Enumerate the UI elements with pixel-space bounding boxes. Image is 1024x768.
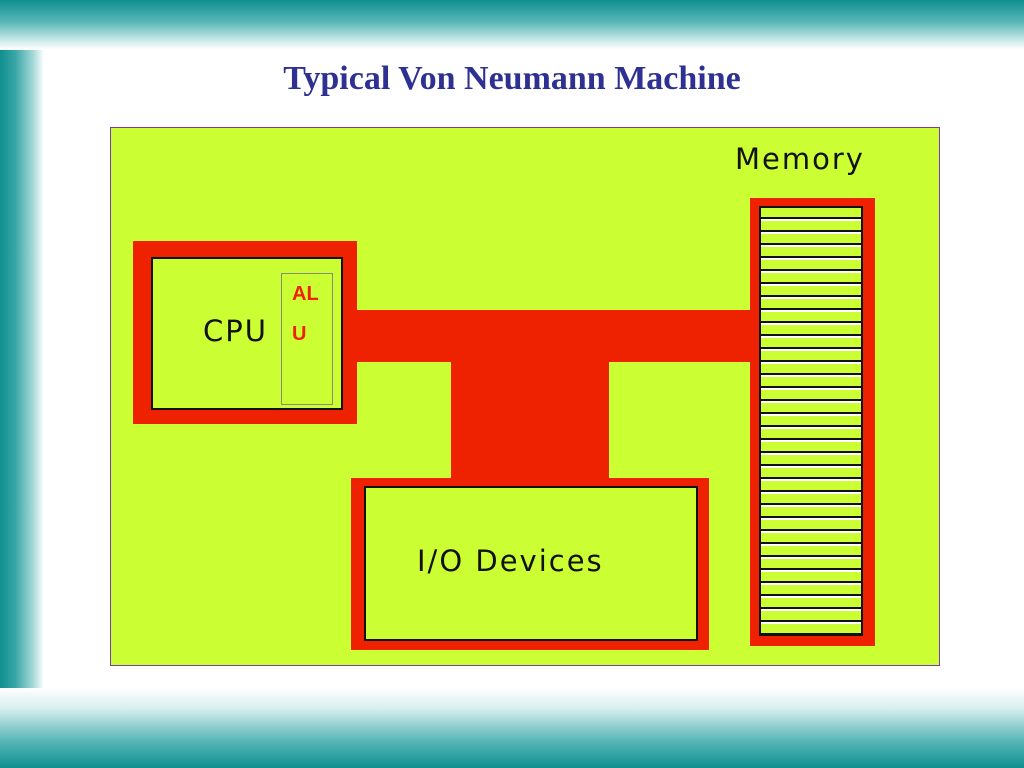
alu-label-line1: AL xyxy=(292,283,319,305)
memory-label: Memory xyxy=(735,142,865,176)
cpu-label: CPU xyxy=(203,314,268,348)
cpu-box xyxy=(151,257,343,410)
alu-label-line2: U xyxy=(292,323,307,345)
system-bus-horizontal xyxy=(351,310,763,362)
slide-title: Typical Von Neumann Machine xyxy=(283,60,741,97)
io-devices-box xyxy=(364,486,698,641)
alu-box: AL U xyxy=(281,273,333,405)
io-devices-label: I/O Devices xyxy=(417,544,604,578)
left-teal-band xyxy=(0,50,44,718)
system-bus-vertical xyxy=(451,360,609,480)
memory-cells xyxy=(759,206,863,636)
bottom-teal-band xyxy=(0,688,1024,768)
von-neumann-diagram: CPU AL U I/O Devices Memory xyxy=(110,127,940,666)
top-teal-band xyxy=(0,0,1024,50)
